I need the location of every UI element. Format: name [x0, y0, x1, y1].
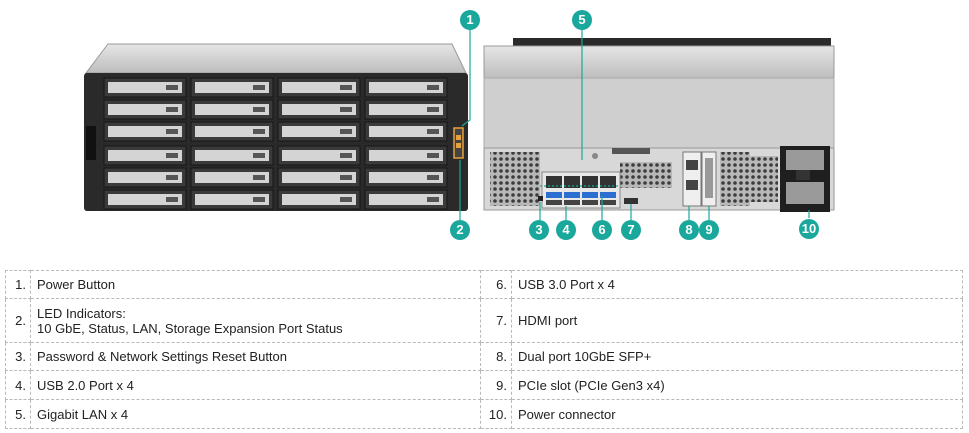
rear-unit	[483, 38, 835, 212]
hdmi-port-shape	[624, 198, 638, 204]
legend-desc: LED Indicators: 10 GbE, Status, LAN, Sto…	[30, 298, 481, 343]
drive-tray-latch	[427, 153, 439, 158]
legend-num: 2.	[5, 298, 31, 343]
drive-tray-latch	[166, 107, 178, 112]
drive-tray-face	[195, 194, 269, 205]
drive-tray-latch	[427, 85, 439, 90]
usb-lan-block	[538, 171, 621, 209]
drive-bays	[103, 77, 448, 210]
drive-tray-face	[108, 172, 182, 183]
legend-row: 5. Gigabit LAN x 4 10. Power connector	[5, 399, 963, 429]
legend-desc: HDMI port	[511, 298, 963, 343]
drive-tray-latch	[253, 107, 265, 112]
callout-7: 7	[621, 220, 641, 240]
callout-10: 10	[799, 219, 819, 239]
legend-num: 8.	[480, 342, 512, 371]
drive-tray-latch	[166, 175, 178, 180]
drive-tray-latch	[166, 153, 178, 158]
drive-tray-latch	[166, 197, 178, 202]
legend-row: 3. Password & Network Settings Reset But…	[5, 342, 963, 371]
legend-num: 3.	[5, 342, 31, 371]
legend-desc: Gigabit LAN x 4	[30, 399, 481, 429]
drive-tray-face	[369, 150, 443, 161]
drive-tray-face	[369, 126, 443, 137]
drive-tray-face	[369, 104, 443, 115]
drive-tray-face	[108, 82, 182, 93]
front-unit	[84, 43, 468, 211]
rear-vent-left	[490, 152, 540, 206]
rear-vent-mid	[620, 162, 672, 188]
legend-num: 5.	[5, 399, 31, 429]
drive-tray-latch	[253, 197, 265, 202]
callout-9: 9	[699, 220, 719, 240]
drive-tray-latch	[340, 153, 352, 158]
legend-table: 1. Power Button 6. USB 3.0 Port x 4 2. L…	[5, 270, 963, 429]
legend-desc: Password & Network Settings Reset Button	[30, 342, 481, 371]
drive-tray-latch	[340, 107, 352, 112]
drive-tray-latch	[166, 85, 178, 90]
drive-tray-latch	[166, 129, 178, 134]
drive-tray-latch	[340, 197, 352, 202]
legend-desc: Power connector	[511, 399, 963, 429]
legend-desc: USB 2.0 Port x 4	[30, 370, 481, 400]
drive-tray-face	[282, 82, 356, 93]
drive-tray-face	[282, 194, 356, 205]
drive-tray-latch	[427, 197, 439, 202]
nas-diagram: 1 2 3 4 5 6 7 8 9 10	[84, 10, 835, 240]
drive-tray-face	[108, 194, 182, 205]
drive-tray-latch	[253, 129, 265, 134]
drive-tray-face	[195, 104, 269, 115]
drive-tray-latch	[427, 175, 439, 180]
legend-desc: Power Button	[30, 270, 481, 299]
drive-tray-latch	[427, 107, 439, 112]
drive-tray-face	[195, 82, 269, 93]
drive-tray-face	[195, 150, 269, 161]
legend-desc: Dual port 10GbE SFP+	[511, 342, 963, 371]
drive-tray-latch	[340, 85, 352, 90]
drive-tray-latch	[427, 129, 439, 134]
drive-tray-face	[369, 194, 443, 205]
drive-tray-face	[108, 126, 182, 137]
legend-num: 7.	[480, 298, 512, 343]
callout-4: 4	[556, 220, 576, 240]
drive-tray-face	[282, 126, 356, 137]
legend-row: 2. LED Indicators: 10 GbE, Status, LAN, …	[5, 298, 963, 343]
callout-1: 1	[460, 10, 480, 30]
callout-3: 3	[529, 220, 549, 240]
drive-tray-latch	[340, 129, 352, 134]
callout-8: 8	[679, 220, 699, 240]
callout-5: 5	[572, 10, 592, 30]
legend-num: 10.	[480, 399, 512, 429]
legend-num: 1.	[5, 270, 31, 299]
legend-desc-line: LED Indicators:	[37, 305, 126, 321]
legend-row: 1. Power Button 6. USB 3.0 Port x 4	[5, 270, 963, 299]
legend-desc: USB 3.0 Port x 4	[511, 270, 963, 299]
drive-tray-face	[369, 82, 443, 93]
drive-tray-face	[282, 104, 356, 115]
drive-tray-face	[108, 150, 182, 161]
legend-desc-line: 10 GbE, Status, LAN, Storage Expansion P…	[37, 320, 343, 336]
legend-row: 4. USB 2.0 Port x 4 9. PCIe slot (PCIe G…	[5, 370, 963, 400]
drive-tray-latch	[340, 175, 352, 180]
drive-tray-face	[108, 104, 182, 115]
legend-num: 9.	[480, 370, 512, 400]
drive-tray-face	[282, 150, 356, 161]
legend-desc: PCIe slot (PCIe Gen3 x4)	[511, 370, 963, 400]
drive-tray-latch	[253, 85, 265, 90]
nas-illustration	[84, 30, 835, 220]
left-handle	[86, 126, 96, 160]
drive-tray-latch	[253, 175, 265, 180]
drive-tray-face	[195, 172, 269, 183]
callout-2: 2	[450, 220, 470, 240]
drive-tray-face	[369, 172, 443, 183]
drive-tray-face	[195, 126, 269, 137]
legend-num: 4.	[5, 370, 31, 400]
drive-tray-latch	[253, 153, 265, 158]
callout-lines	[459, 30, 810, 220]
drive-tray-face	[282, 172, 356, 183]
callout-6: 6	[592, 220, 612, 240]
legend-num: 6.	[480, 270, 512, 299]
